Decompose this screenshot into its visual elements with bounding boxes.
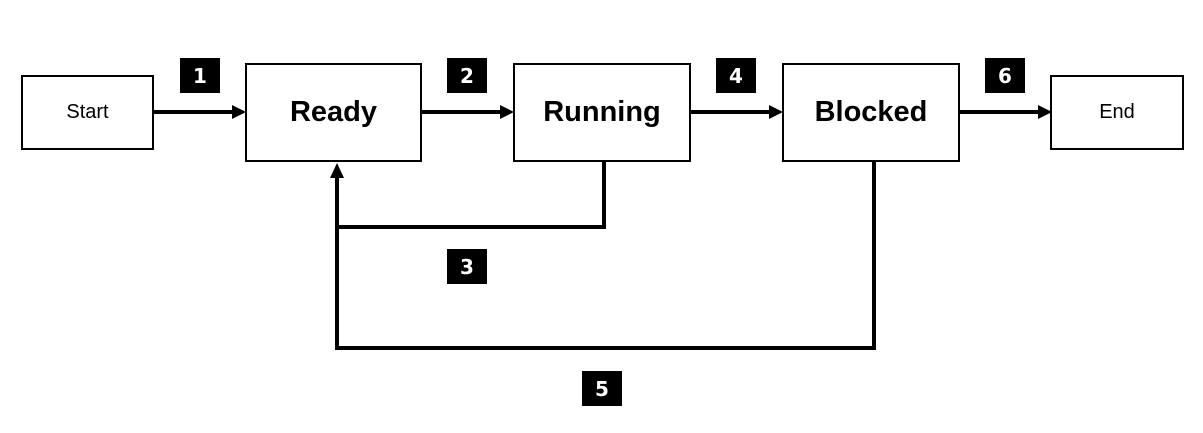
edge-blocked-to-end (959, 105, 1052, 119)
edge-start-to-ready (153, 105, 246, 119)
node-blocked: Blocked (782, 63, 960, 162)
transition-label-5: 5 (595, 376, 609, 401)
edge-ready-to-running (421, 105, 514, 119)
node-ready-label: Ready (289, 96, 378, 128)
transition-label-6: 6 (998, 63, 1012, 88)
transition-label-1: 1 (193, 63, 207, 88)
transition-badge-2: 2 (447, 58, 487, 93)
node-end: End (1050, 75, 1184, 150)
transition-badge-4: 4 (716, 58, 756, 93)
transition-badge-5: 5 (582, 371, 622, 406)
edge-running-to-blocked (690, 105, 783, 119)
edge-blocked-to-ready (330, 161, 876, 350)
transition-label-4: 4 (729, 63, 743, 88)
node-end-label: End (1099, 101, 1135, 123)
transition-badge-6: 6 (985, 58, 1025, 93)
transition-label-3: 3 (460, 254, 474, 279)
transition-badge-1: 1 (180, 58, 220, 93)
transition-label-2: 2 (460, 63, 474, 88)
transition-badge-3: 3 (447, 249, 487, 284)
node-start-label: Start (66, 101, 109, 123)
edge-running-to-ready (337, 161, 606, 229)
node-running: Running (513, 63, 691, 162)
node-ready: Ready (245, 63, 422, 162)
node-start: Start (21, 75, 154, 150)
node-running-label: Running (543, 96, 661, 128)
node-blocked-label: Blocked (814, 96, 928, 128)
